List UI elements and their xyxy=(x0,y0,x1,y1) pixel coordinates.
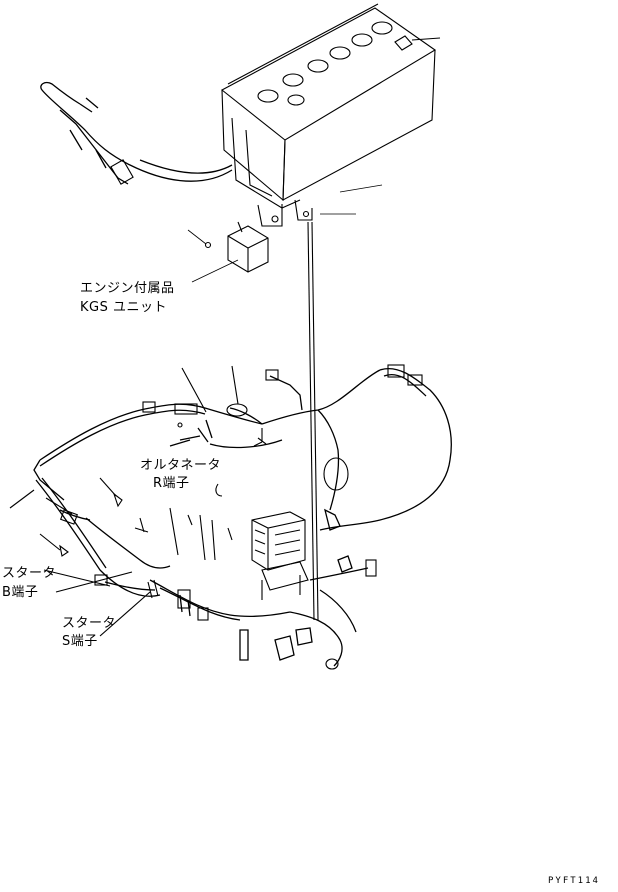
starter-s-label: スタータ xyxy=(62,616,117,631)
kgs-unit xyxy=(204,221,269,273)
battery-cable xyxy=(40,81,233,185)
main-harness xyxy=(33,364,452,597)
leader-lines xyxy=(9,365,263,637)
r-terminal-label: R端子 xyxy=(153,476,190,491)
terminals xyxy=(59,437,267,599)
engine-attachment-label: エンジン付属品 xyxy=(80,281,175,296)
battery xyxy=(221,3,441,202)
b-terminal-label: B端子 xyxy=(2,585,39,600)
lower-harness xyxy=(149,508,377,670)
drawing-code: PYFT114 xyxy=(548,876,600,886)
starter-b-label: スタータ xyxy=(2,566,57,581)
fuse-box xyxy=(251,511,309,600)
s-terminal-label: S端子 xyxy=(62,634,98,649)
alternator-label: オルタネータ xyxy=(140,458,222,473)
battery-bracket xyxy=(231,117,313,227)
kgs-unit-label: KGS ユニット xyxy=(80,300,167,315)
